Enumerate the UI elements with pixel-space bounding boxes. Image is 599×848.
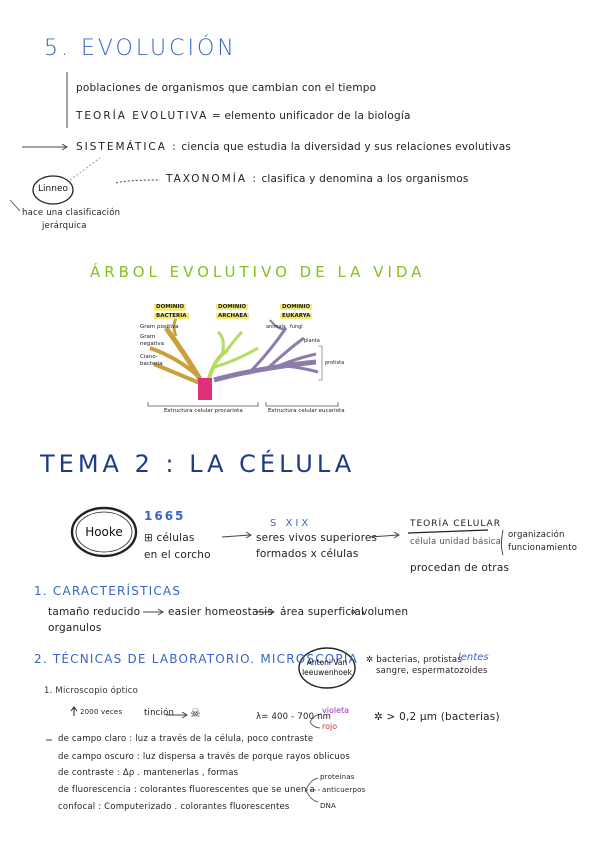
caract-volumen: volumen [361, 606, 409, 618]
hooke-text-celulas: células [156, 532, 195, 544]
caract-tamano: tamaño reducido [48, 606, 141, 618]
animals-label: animals [266, 324, 286, 330]
microscopio-optico-title: 1. Microscopio óptico [44, 686, 139, 696]
evo-line-taxonomia: TAXONOMÍA : clasifica y denomina a los o… [166, 173, 469, 185]
sxix-text-2: formados x células [256, 548, 359, 560]
gram-positiva-label: Gram positiva [140, 324, 179, 330]
domain-bacteria-label-b: BACTERIA [154, 313, 189, 319]
teoria-evolutiva-label: TEORÍA EVOLUTIVA [76, 110, 209, 122]
antoni-label-b: leeuwenhoek [302, 668, 352, 677]
plants-label: planta [304, 338, 320, 344]
hooke-label: Hooke [85, 525, 123, 539]
caract-organulos: organulos [48, 622, 102, 634]
sistematica-desc: ciencia que estudia la diversidad y sus … [181, 141, 511, 153]
hooke-text-1: ⊞ células [144, 532, 195, 544]
organizacion-label: organización [508, 530, 565, 540]
equals-sign: = [211, 110, 225, 122]
violeta-label: violeta [322, 706, 350, 715]
evo-line-poblaciones: poblaciones de organismos que cambian co… [76, 82, 377, 94]
longitud-onda: λ= 400 - 700 nm [256, 712, 332, 722]
arbol-title: ÁRBOL EVOLUTIVO DE LA VIDA [90, 263, 426, 281]
funcionamiento-label: funcionamiento [508, 543, 578, 553]
sistematica-label: SISTEMÁTICA : [76, 141, 178, 153]
contraste: de contraste : Δρ . mantenerlas , formas [58, 768, 239, 778]
domain-bacteria-label-a: DOMINIO [156, 304, 185, 310]
microbe-icon: ✲ [366, 655, 377, 665]
caract-area: área superficial [280, 606, 365, 618]
campo-claro: de campo claro : luz a través de la célu… [58, 734, 314, 744]
cianobacteria-label-b: bacteria [140, 361, 163, 367]
domain-archaea-label-b: ARCHAEA [216, 313, 250, 319]
gram-negativa-label-a: Gram [140, 334, 156, 340]
caract-homeostasis: easier homeostasis [168, 606, 274, 618]
domain-eukarya-label-a: DOMINIO [280, 304, 313, 310]
antoni-label-a: Antoni Van [306, 658, 348, 667]
gram-negativa-label-b: negativa [140, 341, 165, 347]
sxix-text-1: seres vivos superiores [256, 532, 378, 544]
linneo-note-2: jerárquica [42, 221, 87, 231]
protists-label: protista [325, 360, 345, 366]
teoria-celular-text-2: procedan de otras [410, 562, 510, 574]
hooke-text-2: en el corcho [144, 549, 211, 561]
evo-line-sistematica: SISTEMÁTICA : ciencia que estudia la div… [76, 141, 511, 153]
rojo-label: rojo [322, 722, 338, 731]
target-dna: DNA [320, 802, 337, 810]
confocal: confocal : Computerizado . colorantes fl… [58, 802, 290, 812]
microbe-icon-2: ✲ [374, 711, 387, 723]
sxix-label: S XIX [270, 518, 312, 529]
teoria-evolutiva-desc: elemento unificador de la biología [224, 110, 411, 122]
phylogenetic-tree-figure: DOMINIO BACTERIA DOMINIO ARCHAEA DOMINIO… [118, 298, 346, 418]
domain-bacteria-box: DOMINIO [154, 304, 187, 311]
aumentos-label: 2000 veces [80, 708, 123, 716]
linneo-note-1: hace una clasificación [22, 208, 121, 218]
target-proteinas: proteínas [320, 773, 355, 781]
fungi-label: fungi [290, 324, 303, 330]
domain-eukarya-label-b: EUKARYA [280, 313, 313, 319]
caract-proportional: ∝ volumen [350, 606, 409, 618]
hooke-year: 1665 [144, 509, 186, 523]
resolucion-text: > 0,2 µm (bacterias) [386, 711, 500, 723]
resolucion-line: ✲ > 0,2 µm (bacterias) [374, 711, 500, 723]
tecnicas-title: 2. TÉCNICAS DE LABORATORIO. MICROSCOPÍA [34, 652, 359, 666]
target-anticuerpos: anticuerpos [322, 786, 366, 794]
evolucion-title: 5. EVOLUCIÓN [44, 36, 237, 61]
antoni-bact-text: bacterias, protistas [376, 655, 462, 665]
evo-line-teoria: TEORÍA EVOLUTIVA = elemento unificador d… [76, 110, 411, 122]
linneo-label: Linneo [38, 184, 68, 194]
teoria-celular-title: TEORÍA CELULAR [410, 519, 501, 529]
taxonomia-label: TAXONOMÍA : [166, 173, 258, 185]
fluorescencia: de fluorescencia : colorantes fluorescen… [58, 785, 315, 795]
skull-icon: ☠ [190, 706, 201, 720]
tincion-label: tinción [144, 708, 175, 718]
taxonomia-desc: clasifica y denomina a los organismos [261, 173, 469, 185]
cells-icon: ⊞ [144, 532, 157, 544]
teoria-celular-text-1: célula unidad básica [410, 537, 502, 547]
antoni-sangre: sangre, espermatozoides [376, 666, 488, 676]
caracteristicas-title: 1. CARACTERÍSTICAS [34, 584, 182, 598]
lentes-label: lentes [458, 652, 489, 663]
tree-branches [147, 317, 339, 407]
domain-archaea-label-a: DOMINIO [216, 304, 249, 310]
tema2-title: TEMA 2 : LA CÉLULA [40, 450, 356, 478]
campo-oscuro: de campo oscuro : luz dispersa a través … [58, 752, 351, 762]
antoni-bact: ✲ bacterias, protistas [366, 655, 462, 665]
caption-eucariota: Estructura celular eucariota [268, 408, 345, 414]
cianobacteria-label-a: Ciano- [140, 354, 158, 360]
caption-procariota: Estructura celular procariota [164, 408, 243, 414]
